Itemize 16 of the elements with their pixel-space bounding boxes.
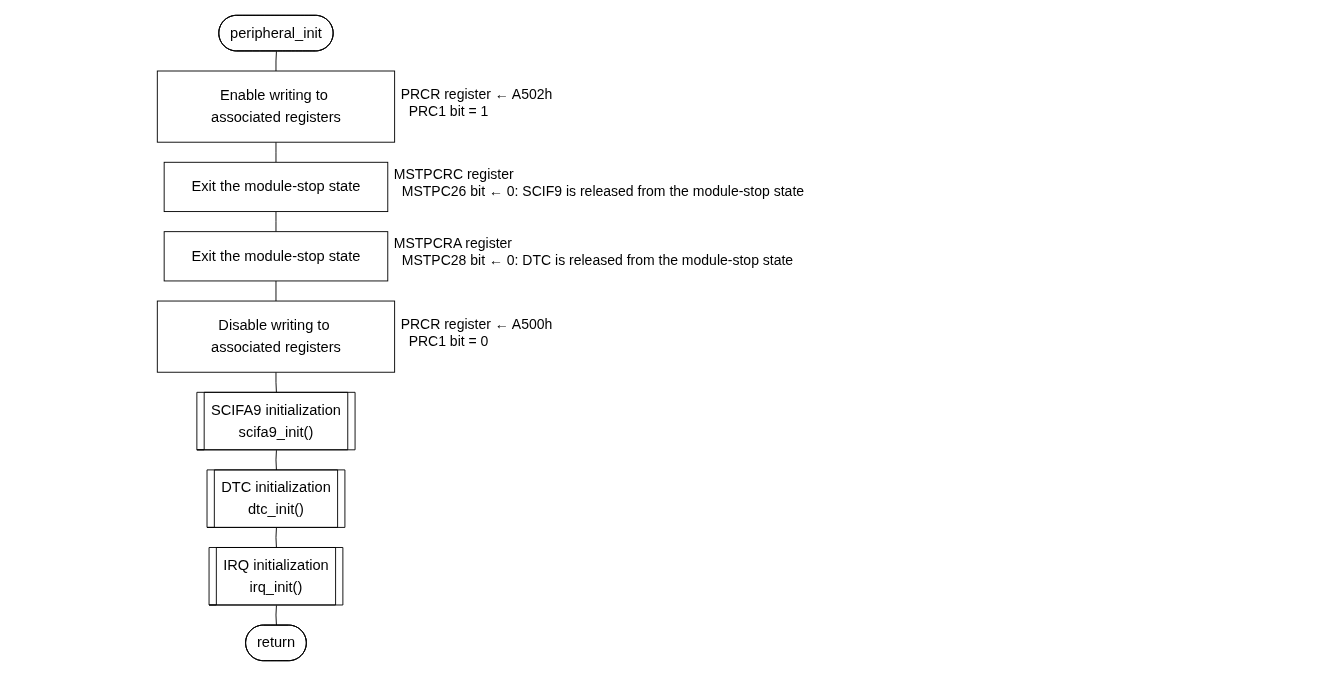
connector bbox=[275, 50, 277, 72]
node-box: Exit the module-stop state bbox=[163, 161, 389, 213]
connector bbox=[275, 211, 277, 233]
connector bbox=[275, 527, 277, 549]
connector bbox=[275, 371, 277, 394]
node-box: Disable writing to associated registers bbox=[156, 300, 396, 373]
annotation-note: MSTPCRC register MSTPC26 bit ← 0: SCIF9 is released from the module-stop state bbox=[393, 165, 805, 200]
node-box: Enable writing to associated registers bbox=[156, 70, 396, 143]
annotation-note: PRCR register ← A502h PRC1 bit = 1 bbox=[400, 85, 553, 120]
node-box: Exit the module-stop state bbox=[163, 231, 389, 282]
annotation-note: PRCR register ← A500h PRC1 bit = 0 bbox=[400, 315, 553, 350]
connector bbox=[275, 280, 277, 302]
connector bbox=[275, 449, 277, 471]
connector bbox=[275, 605, 277, 626]
connector bbox=[275, 141, 277, 163]
annotation-note: MSTPCRA register MSTPC28 bit ← 0: DTC is released from the module-stop state bbox=[393, 235, 794, 270]
